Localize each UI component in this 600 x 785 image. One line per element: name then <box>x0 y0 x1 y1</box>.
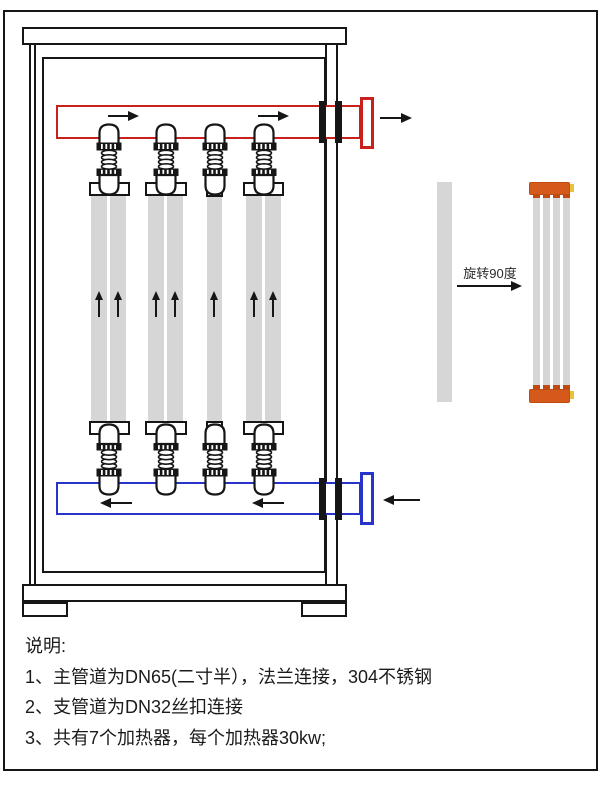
hot-flow-arrow-icon <box>108 111 139 121</box>
element-tube <box>563 198 570 385</box>
pipe-union-fitting <box>152 123 180 196</box>
terminal-tab <box>570 184 574 192</box>
element-tube <box>533 198 540 385</box>
cabinet-base <box>22 584 347 602</box>
pipe-union-fitting <box>95 423 123 496</box>
heater-element-bottom-header <box>529 389 570 403</box>
element-stub <box>533 194 540 199</box>
rotate-arrow-icon <box>457 281 522 291</box>
cabinet-inner-frame <box>42 57 326 573</box>
element-stub <box>533 385 540 390</box>
up-flow-arrow-icon <box>114 291 122 317</box>
cold-flow-arrow-icon <box>252 498 284 508</box>
cabinet-right-wall <box>325 45 338 584</box>
element-tube <box>543 198 550 385</box>
pipe-union-fitting <box>201 423 229 496</box>
hot-flow-arrow-icon <box>258 111 289 121</box>
note-line: 2、支管道为DN32丝扣连接 <box>25 697 244 717</box>
cabinet-foot-right <box>301 602 347 617</box>
wall-seal <box>335 478 342 520</box>
element-stub <box>543 194 550 199</box>
note-line: 3、共有7个加热器，每个加热器30kw; <box>25 727 327 748</box>
inlet-flange <box>360 472 374 525</box>
wall-seal <box>319 478 326 520</box>
notes-block: 说明: 1、主管道为DN65(二寸半），法兰连接，304不锈钢 2、支管道为DN… <box>25 631 570 753</box>
outlet-arrow-icon <box>380 113 412 123</box>
up-flow-arrow-icon <box>95 291 103 317</box>
wall-seal <box>335 101 342 143</box>
drawing-border <box>3 10 598 771</box>
element-stub <box>543 385 550 390</box>
wall-seal <box>319 101 326 143</box>
element-tube <box>553 198 560 385</box>
cold-flow-arrow-icon <box>100 498 132 508</box>
element-stub <box>553 385 560 390</box>
cabinet-foot-left <box>22 602 68 617</box>
up-flow-arrow-icon <box>210 291 218 317</box>
up-flow-arrow-icon <box>269 291 277 317</box>
element-stub <box>563 385 570 390</box>
rotate-90-label: 旋转90度 <box>463 266 517 281</box>
heater-element-side-view <box>437 182 452 402</box>
terminal-tab <box>570 391 574 399</box>
pipe-union-fitting <box>152 423 180 496</box>
pipe-union-fitting <box>250 123 278 196</box>
up-flow-arrow-icon <box>152 291 160 317</box>
outlet-flange <box>360 97 374 149</box>
up-flow-arrow-icon <box>171 291 179 317</box>
up-flow-arrow-icon <box>250 291 258 317</box>
element-stub <box>563 194 570 199</box>
pipe-union-fitting <box>95 123 123 196</box>
cabinet-lid <box>22 27 347 45</box>
inlet-arrow-icon <box>383 495 420 505</box>
notes-heading: 说明: <box>25 636 67 656</box>
note-line: 1、主管道为DN65(二寸半），法兰连接，304不锈钢 <box>25 666 433 687</box>
pipe-union-fitting <box>201 123 229 196</box>
pipe-union-fitting <box>250 423 278 496</box>
element-stub <box>553 194 560 199</box>
cabinet-left-wall <box>29 45 36 584</box>
